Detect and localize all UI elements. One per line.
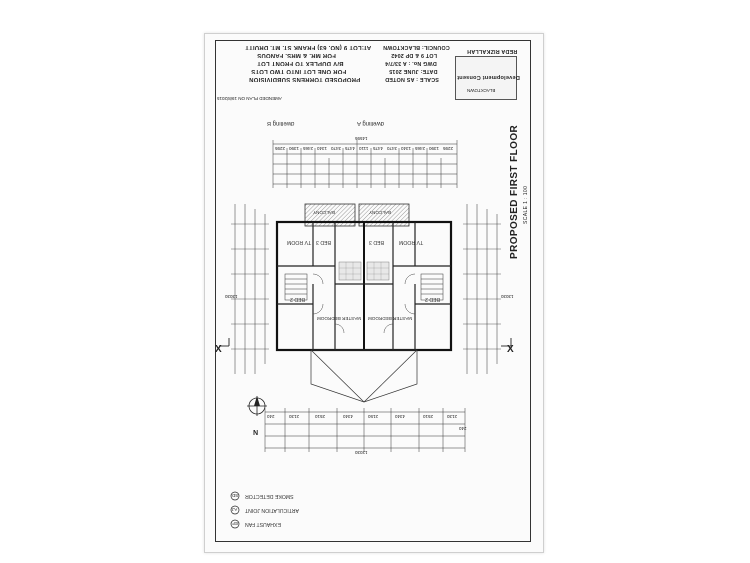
drawing-sheet: AT:LOT 9 (NO. 63) FRANK ST. MT. DRUITT F…	[204, 33, 544, 553]
dim-top-11: 2465	[415, 146, 426, 151]
dim-top-12: 1390	[429, 146, 440, 151]
dim-bottom-5: 2150	[368, 414, 379, 419]
dim-total-side-left: 13030	[225, 294, 238, 299]
dim-bottom-9: 240	[459, 426, 467, 431]
dim-bottom-1: 240	[267, 414, 275, 419]
section-marker-left: X	[215, 344, 222, 355]
dim-top-10: 1340	[401, 146, 412, 151]
council-stamp	[455, 56, 517, 100]
legend-label-smoke-detector: SMOKE DETECTOR	[245, 493, 294, 499]
dim-top-4: 1340	[317, 146, 328, 151]
room-label-bed2-b: BED 2	[290, 296, 305, 302]
dim-top-3: 2465	[303, 146, 314, 151]
legend-symbol-sd: SD	[232, 493, 239, 498]
dim-bottom-2: 2130	[289, 414, 300, 419]
room-label-tv-room-b: TV ROOM	[287, 239, 312, 245]
dim-bottom-7: 2510	[423, 414, 434, 419]
room-label-bed3-a: BED 3	[369, 239, 384, 245]
section-marker-right: X	[507, 344, 514, 355]
dim-total-side-right: 13030	[501, 294, 514, 299]
dim-top-8: 4475	[373, 146, 384, 151]
legend-label-exhaust-fan: EXHAUST FAN	[245, 521, 281, 527]
room-label-balcony-b: BALCONY	[313, 210, 335, 215]
room-label-master-a: MASTER BEDROOM	[368, 316, 413, 321]
room-label-bed3-b: BED 3	[316, 239, 331, 245]
dim-top-7: 1110	[359, 146, 369, 151]
room-label-bed2-a: BED 2	[425, 296, 440, 302]
dim-top-9: 3470	[387, 146, 398, 151]
dim-top-13: 2295	[443, 146, 454, 151]
dim-bottom-6: 4340	[395, 414, 406, 419]
dim-top-6: 4475	[345, 146, 356, 151]
dim-bottom-3: 2510	[315, 414, 326, 419]
room-label-balcony-a: BALCONY	[369, 210, 391, 215]
dim-bottom-8: 2130	[447, 414, 458, 419]
legend-symbol-ef: EF	[232, 521, 238, 526]
dim-top-1: 2295	[275, 146, 286, 151]
legend-label-articulation-joint: ARTICULATION JOINT	[245, 507, 299, 513]
room-label-master-b: MASTER BEDROOM	[317, 316, 362, 321]
legend-symbol-aj: AJ	[232, 507, 238, 512]
room-label-tv-room-a: TV ROOM	[399, 239, 424, 245]
north-label: N	[253, 428, 259, 435]
floor-plan-drawing	[219, 140, 512, 529]
drawing-frame	[215, 40, 531, 542]
dim-top-5: 3470	[331, 146, 342, 151]
dim-top-2: 1390	[289, 146, 300, 151]
dim-total-bottom: 12030	[355, 450, 368, 455]
dim-bottom-4: 4340	[343, 414, 354, 419]
dim-total-top: 14595	[355, 136, 368, 141]
